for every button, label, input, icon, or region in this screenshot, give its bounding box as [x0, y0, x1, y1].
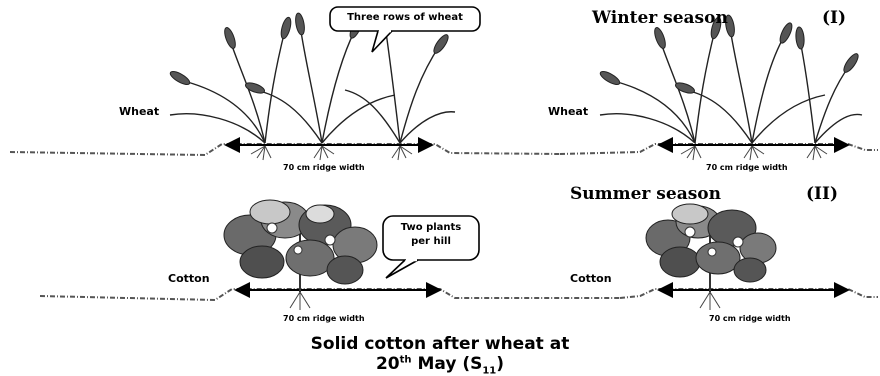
- callout-text-cotton-line2: per hill: [383, 236, 479, 247]
- wheat-label-left: Wheat: [119, 105, 159, 118]
- caption-close: ): [496, 354, 504, 374]
- winter-season-title: Winter season: [592, 8, 728, 28]
- caption-line-1: Solid cotton after wheat at: [0, 334, 880, 354]
- caption-day: 20: [376, 354, 400, 374]
- ridge-width-label-winter-left: 70 cm ridge width: [283, 163, 365, 172]
- cotton-plant-illustration-left: [224, 200, 377, 310]
- summer-season-title: Summer season: [570, 184, 721, 204]
- caption-treatment-number: 11: [482, 365, 496, 376]
- ridge-width-label-winter-right: 70 cm ridge width: [706, 163, 788, 172]
- cotton-plant-illustration-right: [646, 204, 776, 310]
- cotton-roots-left: [290, 292, 310, 310]
- summer-season-numeral: (II): [806, 184, 838, 204]
- wheat-label-right: Wheat: [548, 105, 588, 118]
- winter-season-numeral: (I): [822, 8, 846, 28]
- caption-line-2: 20th May (S11): [0, 354, 880, 376]
- caption-day-suffix: th: [400, 354, 412, 365]
- callout-text-wheat: Three rows of wheat: [330, 12, 480, 23]
- wheat-roots-left: [251, 146, 412, 160]
- caption-month: May (S: [412, 354, 483, 374]
- cotton-roots-right: [700, 292, 720, 310]
- cotton-label-left: Cotton: [168, 272, 210, 285]
- ridge-width-label-summer-left: 70 cm ridge width: [283, 314, 365, 323]
- wheat-plant-illustration-left: [168, 12, 455, 160]
- callout-text-cotton-line1: Two plants: [383, 222, 479, 233]
- wheat-roots-right: [681, 146, 827, 160]
- wheat-plant-illustration-right: [598, 14, 862, 160]
- ridge-width-label-summer-right: 70 cm ridge width: [709, 314, 791, 323]
- cotton-label-right: Cotton: [570, 272, 612, 285]
